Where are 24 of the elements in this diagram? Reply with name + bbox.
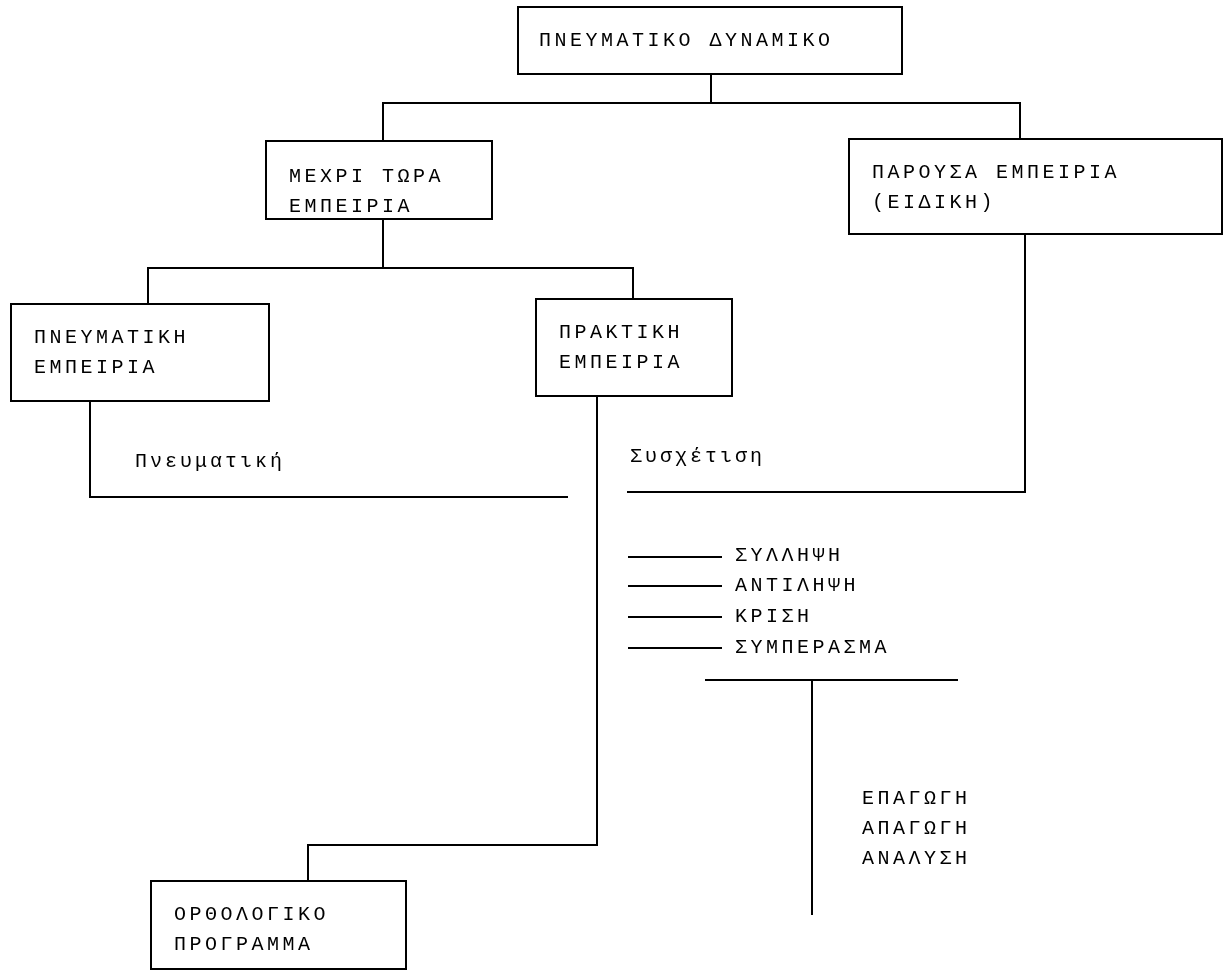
- list-item-text: ΣΥΜΠΕΡΑΣΜΑ: [735, 635, 891, 661]
- text-box: [535, 298, 733, 397]
- connector-line: [307, 396, 598, 881]
- list-item-text: ΑΝΑΛΥΣΗ: [862, 846, 971, 872]
- connector-line: [382, 219, 634, 299]
- box-text: ΠΝΕΥΜΑΤΙΚΟ ΔΥΝΑΜΙΚΟ: [539, 28, 835, 54]
- box-text: ΠΡΑΚΤΙΚΗ ΕΜΠΕΙΡΙΑ: [559, 320, 684, 376]
- text-box: [150, 880, 407, 970]
- list-item-text: ΑΝΤΙΛΗΨΗ: [735, 573, 859, 599]
- list-item-text: ΕΠΑΓΩΓΗ: [862, 786, 971, 812]
- connector-line: [710, 74, 1021, 139]
- text-box: [265, 140, 493, 220]
- list-item-text: ΑΠΑΓΩΓΗ: [862, 816, 971, 842]
- connector-line: [626, 234, 1026, 493]
- list-item-text: ΣΥΛΛΗΨΗ: [735, 543, 844, 569]
- box-text: ΟΡΘΟΛΟΓΙΚΟ ΠΡΟΓΡΑΜΜΑ: [174, 902, 331, 958]
- box-text: ΠΑΡΟΥΣΑ ΕΜΠΕΙΡΙΑ (ΕΙΔΙΚΗ): [872, 160, 1122, 216]
- text-box: [848, 138, 1223, 235]
- text-box: [10, 303, 270, 402]
- text-box: [517, 6, 903, 75]
- box-text: ΜΕΧΡΙ ΤΩΡΑ ΕΜΠΕΙΡΙΑ: [289, 164, 446, 220]
- connector-line: [89, 401, 569, 498]
- box-text: ΠΝΕΥΜΑΤΙΚΗ ΕΜΠΕΙΡΙΑ: [34, 325, 191, 381]
- list-item-text: ΚΡΙΣΗ: [735, 604, 813, 630]
